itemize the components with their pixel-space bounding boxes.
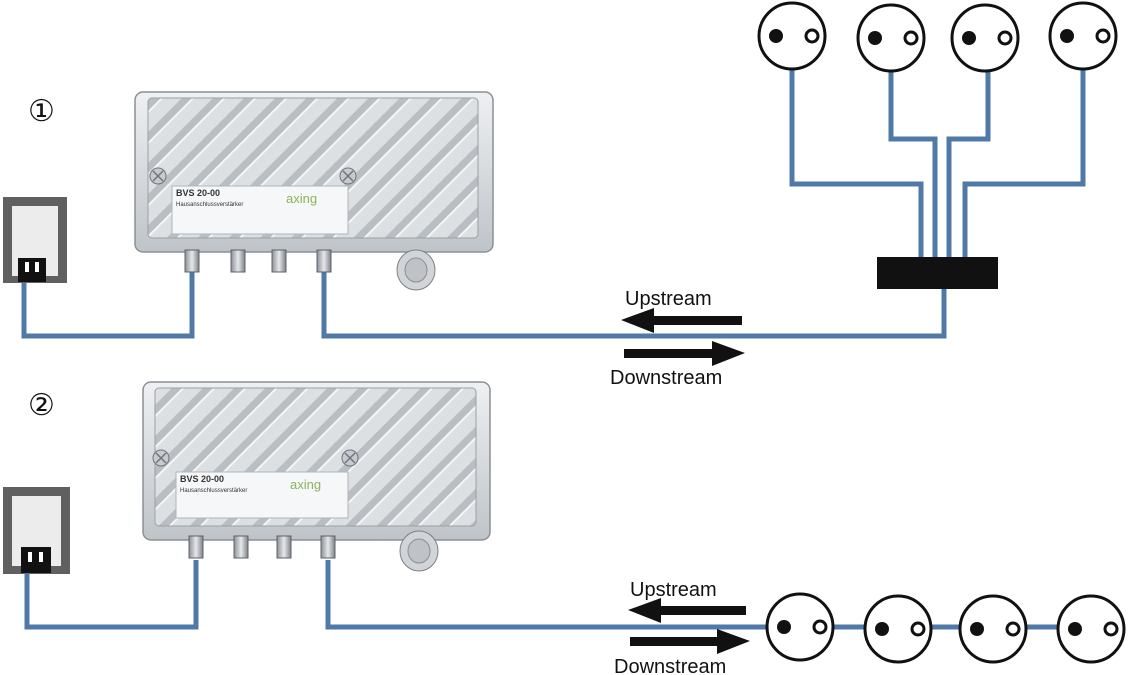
splitter-block bbox=[877, 257, 998, 289]
upstream-arrow-icon bbox=[621, 308, 742, 333]
downstream-label: Downstream bbox=[610, 367, 722, 389]
antenna-outlet-icon bbox=[1056, 594, 1126, 664]
upstream-label: Upstream bbox=[625, 288, 712, 310]
antenna-outlet-icon bbox=[856, 3, 926, 73]
device-subtitle: Hausanschlussverstärker bbox=[176, 202, 243, 208]
wall-socket bbox=[3, 487, 70, 574]
antenna-outlet-icon bbox=[765, 592, 835, 662]
downstream-arrow-icon bbox=[630, 629, 750, 654]
scenario-1: ① BVS 20-00 Hausanschlussverstärker axin… bbox=[3, 1, 1118, 389]
scenario-marker: ② bbox=[28, 388, 55, 423]
antenna-outlets bbox=[757, 1, 1118, 73]
antenna-outlet-icon bbox=[950, 3, 1020, 73]
downstream-arrow-icon bbox=[624, 341, 745, 366]
scenario-marker: ① bbox=[28, 94, 55, 129]
wall-socket bbox=[3, 197, 67, 283]
amplifier-device: BVS 20-00 Hausanschlussverstärker axing bbox=[142, 381, 491, 572]
device-model: BVS 20-00 bbox=[180, 474, 224, 484]
amplifier-device: BVS 20-00 Hausanschlussverstärker axing bbox=[134, 91, 494, 291]
brand-logo: axing bbox=[286, 191, 317, 206]
downstream-label: Downstream bbox=[614, 656, 726, 675]
antenna-outlet-icon bbox=[757, 1, 827, 71]
scenario-2: ② BVS 20-00 Hausanschlussverstärker axin… bbox=[3, 381, 1126, 675]
coax-cable bbox=[24, 560, 1115, 630]
antenna-outlet-icon bbox=[958, 594, 1028, 664]
antenna-outlet-icon bbox=[863, 594, 933, 664]
antenna-outlets bbox=[765, 592, 1126, 664]
device-subtitle: Hausanschlussverstärker bbox=[180, 488, 247, 494]
upstream-label: Upstream bbox=[630, 579, 717, 601]
device-model: BVS 20-00 bbox=[176, 188, 220, 198]
upstream-arrow-icon bbox=[628, 598, 746, 623]
antenna-outlet-icon bbox=[1048, 1, 1118, 71]
brand-logo: axing bbox=[290, 477, 321, 492]
coax-cable bbox=[21, 70, 1086, 339]
